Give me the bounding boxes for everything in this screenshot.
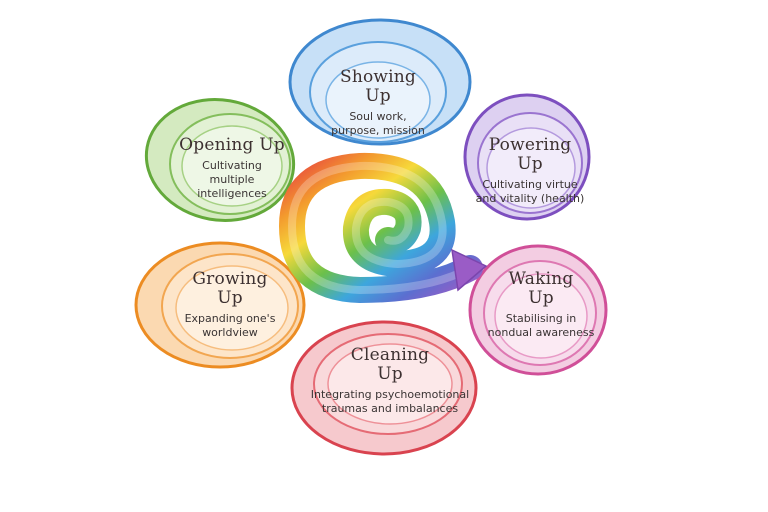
arrow-head [451,248,488,292]
node-waking-up [468,244,608,376]
node-cleaning-up [290,320,478,456]
rainbow-spiral-arrow [279,152,488,303]
node-showing-up [288,18,472,146]
opening-up-title: Opening Up [179,135,285,155]
showing-up-desc: Soul work,purpose, mission [331,110,425,137]
node-opening-up [144,98,296,222]
node-growing-up [134,241,306,369]
node-powering-up [463,93,591,221]
